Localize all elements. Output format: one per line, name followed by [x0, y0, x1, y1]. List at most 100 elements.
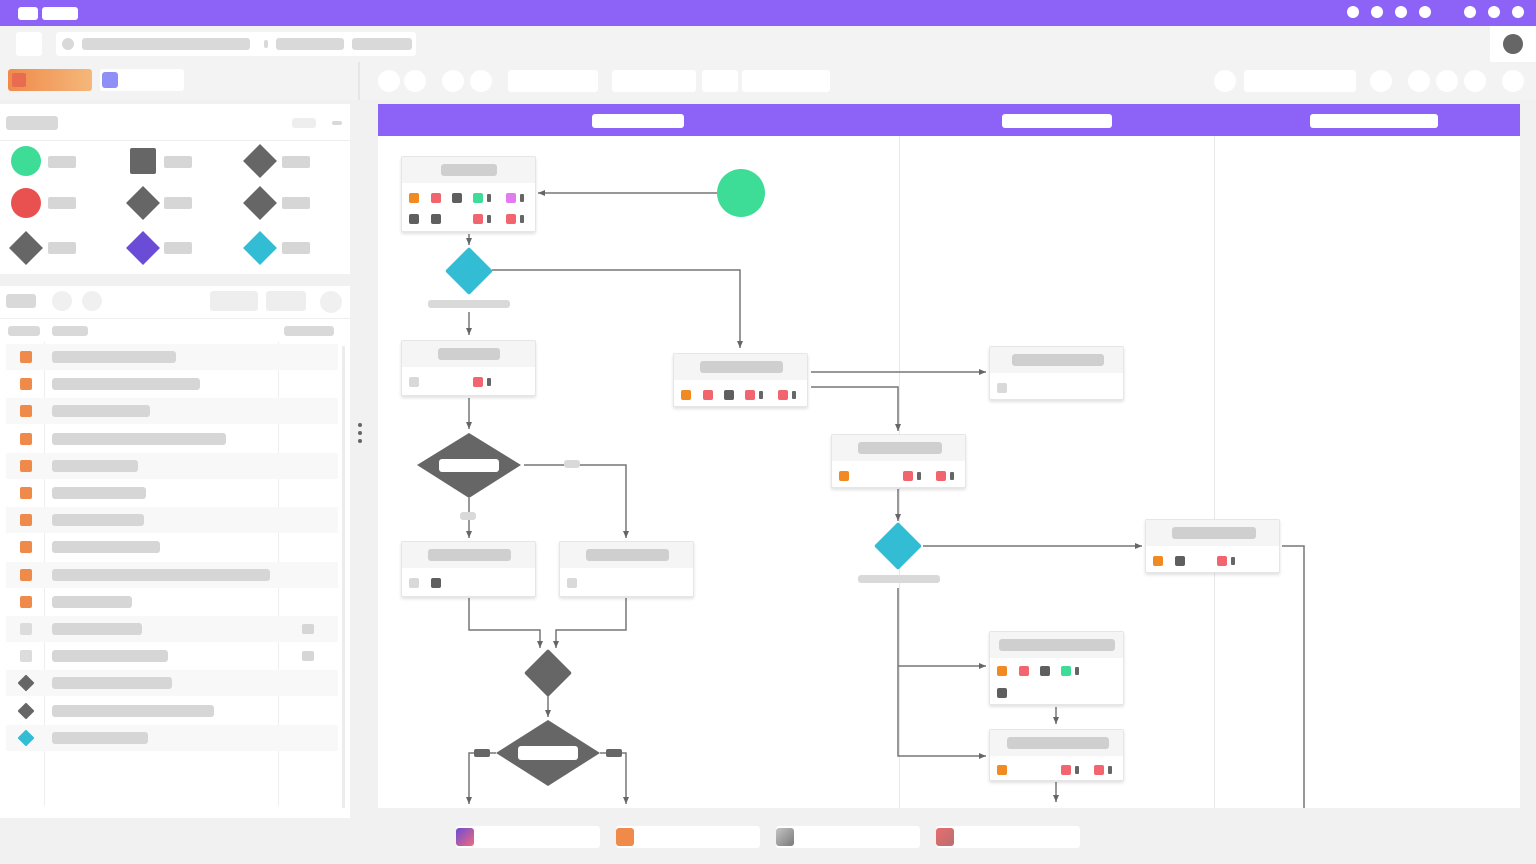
- list-item[interactable]: [6, 344, 338, 370]
- decision-gateway[interactable]: [496, 720, 600, 786]
- legend-item[interactable]: [776, 826, 920, 848]
- list-item-label: [52, 731, 148, 744]
- list-item[interactable]: [6, 561, 338, 588]
- legend-item[interactable]: [456, 826, 600, 848]
- gateway-icon[interactable]: [9, 231, 43, 265]
- task-card[interactable]: [401, 340, 536, 396]
- menu-dot-icon[interactable]: [1347, 6, 1359, 18]
- scrollbar[interactable]: [342, 346, 345, 808]
- back-button[interactable]: [16, 32, 42, 56]
- arrange-dropdown[interactable]: [742, 70, 830, 92]
- column-header[interactable]: [52, 326, 88, 336]
- zoom-field[interactable]: [702, 70, 738, 92]
- list-item[interactable]: [6, 589, 338, 615]
- task-title: [999, 639, 1115, 651]
- sort-icon[interactable]: [82, 291, 102, 311]
- tag-chip: [936, 471, 946, 481]
- decision-gateway[interactable]: [417, 433, 521, 499]
- task-icon[interactable]: [130, 148, 156, 174]
- tag-chip: [745, 390, 755, 400]
- task-card[interactable]: [989, 729, 1124, 781]
- diagram-canvas[interactable]: [378, 104, 1520, 808]
- task-card[interactable]: [831, 434, 966, 488]
- font-dropdown[interactable]: [612, 70, 696, 92]
- search-input[interactable]: [1244, 70, 1356, 92]
- lane-label[interactable]: [592, 114, 684, 128]
- lane-label[interactable]: [1002, 114, 1112, 128]
- brand-swatch[interactable]: [8, 69, 92, 91]
- close-icon[interactable]: [1512, 6, 1524, 18]
- breadcrumb-item[interactable]: [352, 38, 412, 50]
- task-card[interactable]: [989, 631, 1124, 705]
- search-icon[interactable]: [1214, 70, 1236, 92]
- task-card[interactable]: [1145, 519, 1280, 573]
- gateway-label: [858, 575, 940, 583]
- task-card[interactable]: [401, 541, 536, 597]
- maximize-icon[interactable]: [1488, 6, 1500, 18]
- list-item[interactable]: [6, 398, 338, 425]
- menu-dot-icon[interactable]: [1371, 6, 1383, 18]
- list-item[interactable]: [6, 452, 338, 479]
- list-item-label: [52, 378, 200, 391]
- column-header[interactable]: [284, 326, 334, 336]
- settings-icon[interactable]: [1464, 70, 1486, 92]
- more-icon[interactable]: [1502, 70, 1524, 92]
- export-button[interactable]: [266, 291, 306, 311]
- more-icon[interactable]: [320, 291, 342, 313]
- task-card[interactable]: [401, 156, 536, 232]
- end-event-icon[interactable]: [11, 188, 41, 218]
- breadcrumb-item[interactable]: [276, 38, 344, 50]
- list-item[interactable]: [6, 534, 338, 560]
- task-card[interactable]: [559, 541, 694, 597]
- style-dropdown[interactable]: [508, 70, 598, 92]
- minimize-icon[interactable]: [332, 121, 342, 125]
- legend-item[interactable]: [936, 826, 1080, 848]
- gateway-icon[interactable]: [126, 186, 160, 220]
- comment-icon[interactable]: [1408, 70, 1430, 92]
- copy-icon[interactable]: [470, 70, 492, 92]
- color-picker[interactable]: [100, 69, 184, 91]
- history-icon[interactable]: [1436, 70, 1458, 92]
- minimize-icon[interactable]: [1464, 6, 1476, 18]
- list-item[interactable]: [6, 426, 338, 452]
- cut-icon[interactable]: [442, 70, 464, 92]
- task-card[interactable]: [989, 346, 1124, 400]
- list-item[interactable]: [6, 643, 338, 669]
- avatar[interactable]: [1503, 34, 1523, 54]
- view-toggle[interactable]: [210, 291, 258, 311]
- collapse-toggle[interactable]: [292, 118, 316, 128]
- start-event-icon[interactable]: [11, 146, 41, 176]
- connectors: [466, 190, 1305, 808]
- gateway-icon[interactable]: [243, 144, 277, 178]
- undo-icon[interactable]: [378, 70, 400, 92]
- list-item[interactable]: [6, 670, 338, 697]
- address-field[interactable]: [56, 32, 416, 56]
- flow-label: [460, 512, 476, 520]
- legend-item[interactable]: [616, 826, 760, 848]
- list-item[interactable]: [6, 724, 338, 751]
- element-list-panel: [0, 286, 350, 818]
- list-item[interactable]: [6, 616, 338, 642]
- gateway-icon[interactable]: [126, 231, 160, 265]
- task-card[interactable]: [673, 353, 808, 407]
- list-item[interactable]: [6, 480, 338, 506]
- start-event[interactable]: [717, 169, 765, 217]
- tag-chip: [1019, 666, 1029, 676]
- list-item[interactable]: [6, 698, 338, 724]
- status-badge: [302, 651, 314, 662]
- list-item[interactable]: [6, 371, 338, 397]
- list-item[interactable]: [6, 507, 338, 534]
- share-icon[interactable]: [1370, 70, 1392, 92]
- address-bar: [0, 26, 1536, 62]
- menu-dot-icon[interactable]: [1419, 6, 1431, 18]
- filter-icon[interactable]: [52, 291, 72, 311]
- gateway-icon[interactable]: [243, 186, 277, 220]
- redo-icon[interactable]: [404, 70, 426, 92]
- lane-label[interactable]: [1310, 114, 1438, 128]
- app-logo-icon[interactable]: [18, 7, 38, 20]
- menu-dot-icon[interactable]: [1395, 6, 1407, 18]
- panel-splitter[interactable]: [357, 423, 363, 445]
- profile-area: [1490, 26, 1536, 62]
- gateway-icon[interactable]: [243, 231, 277, 265]
- column-header[interactable]: [8, 326, 40, 336]
